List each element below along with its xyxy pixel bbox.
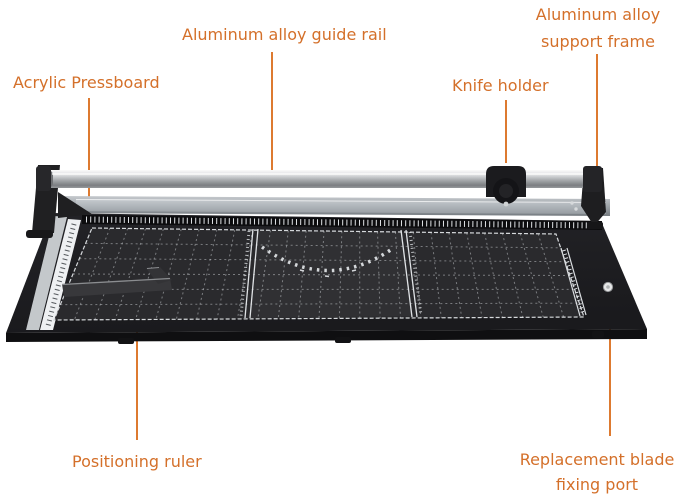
left-edge-ruler xyxy=(40,219,81,330)
leader-line-knife-holder xyxy=(505,100,507,163)
top-ruler xyxy=(82,215,602,230)
board-foot xyxy=(592,331,604,338)
leader-line-support-frame xyxy=(596,54,598,167)
cutting-mat-grid xyxy=(53,227,585,321)
label-fixing-port: Replacement blade fixing port xyxy=(512,447,679,497)
positioning-ruler-tool xyxy=(61,267,172,297)
label-acrylic-pressboard: Acrylic Pressboard xyxy=(13,73,160,92)
section-divider-right xyxy=(400,229,423,318)
label-fixing-port-line2: fixing port xyxy=(555,475,639,494)
knife-holder xyxy=(486,166,526,207)
acrylic-pressboard xyxy=(76,199,606,214)
board-foot xyxy=(335,337,351,343)
label-support-frame: Aluminum alloy support frame xyxy=(516,1,679,55)
leader-line-fixing-port xyxy=(609,292,611,436)
label-knife-holder: Knife holder xyxy=(452,76,549,95)
clamp-bar xyxy=(58,196,610,216)
blade-fixing-port xyxy=(602,281,614,293)
leader-line-positioning-ruler xyxy=(136,300,138,440)
label-positioning-ruler: Positioning ruler xyxy=(72,452,202,471)
cutting-board-front-edge xyxy=(6,329,647,342)
leader-line-acrylic-pressboard xyxy=(88,98,90,210)
angle-guide-arc xyxy=(260,245,393,278)
leader-line-guide-rail xyxy=(271,52,273,172)
label-support-frame-line2: support frame xyxy=(541,32,655,51)
section-divider-left xyxy=(239,228,259,319)
pressboard-highlight xyxy=(75,199,607,203)
left-edge-strip xyxy=(26,216,67,330)
right-edge-ruler xyxy=(560,247,587,317)
board-foot xyxy=(118,338,134,344)
label-support-frame-line1: Aluminum alloy xyxy=(535,5,661,24)
label-fixing-port-line1: Replacement blade xyxy=(519,450,675,469)
label-guide-rail: Aluminum alloy guide rail xyxy=(182,25,387,44)
